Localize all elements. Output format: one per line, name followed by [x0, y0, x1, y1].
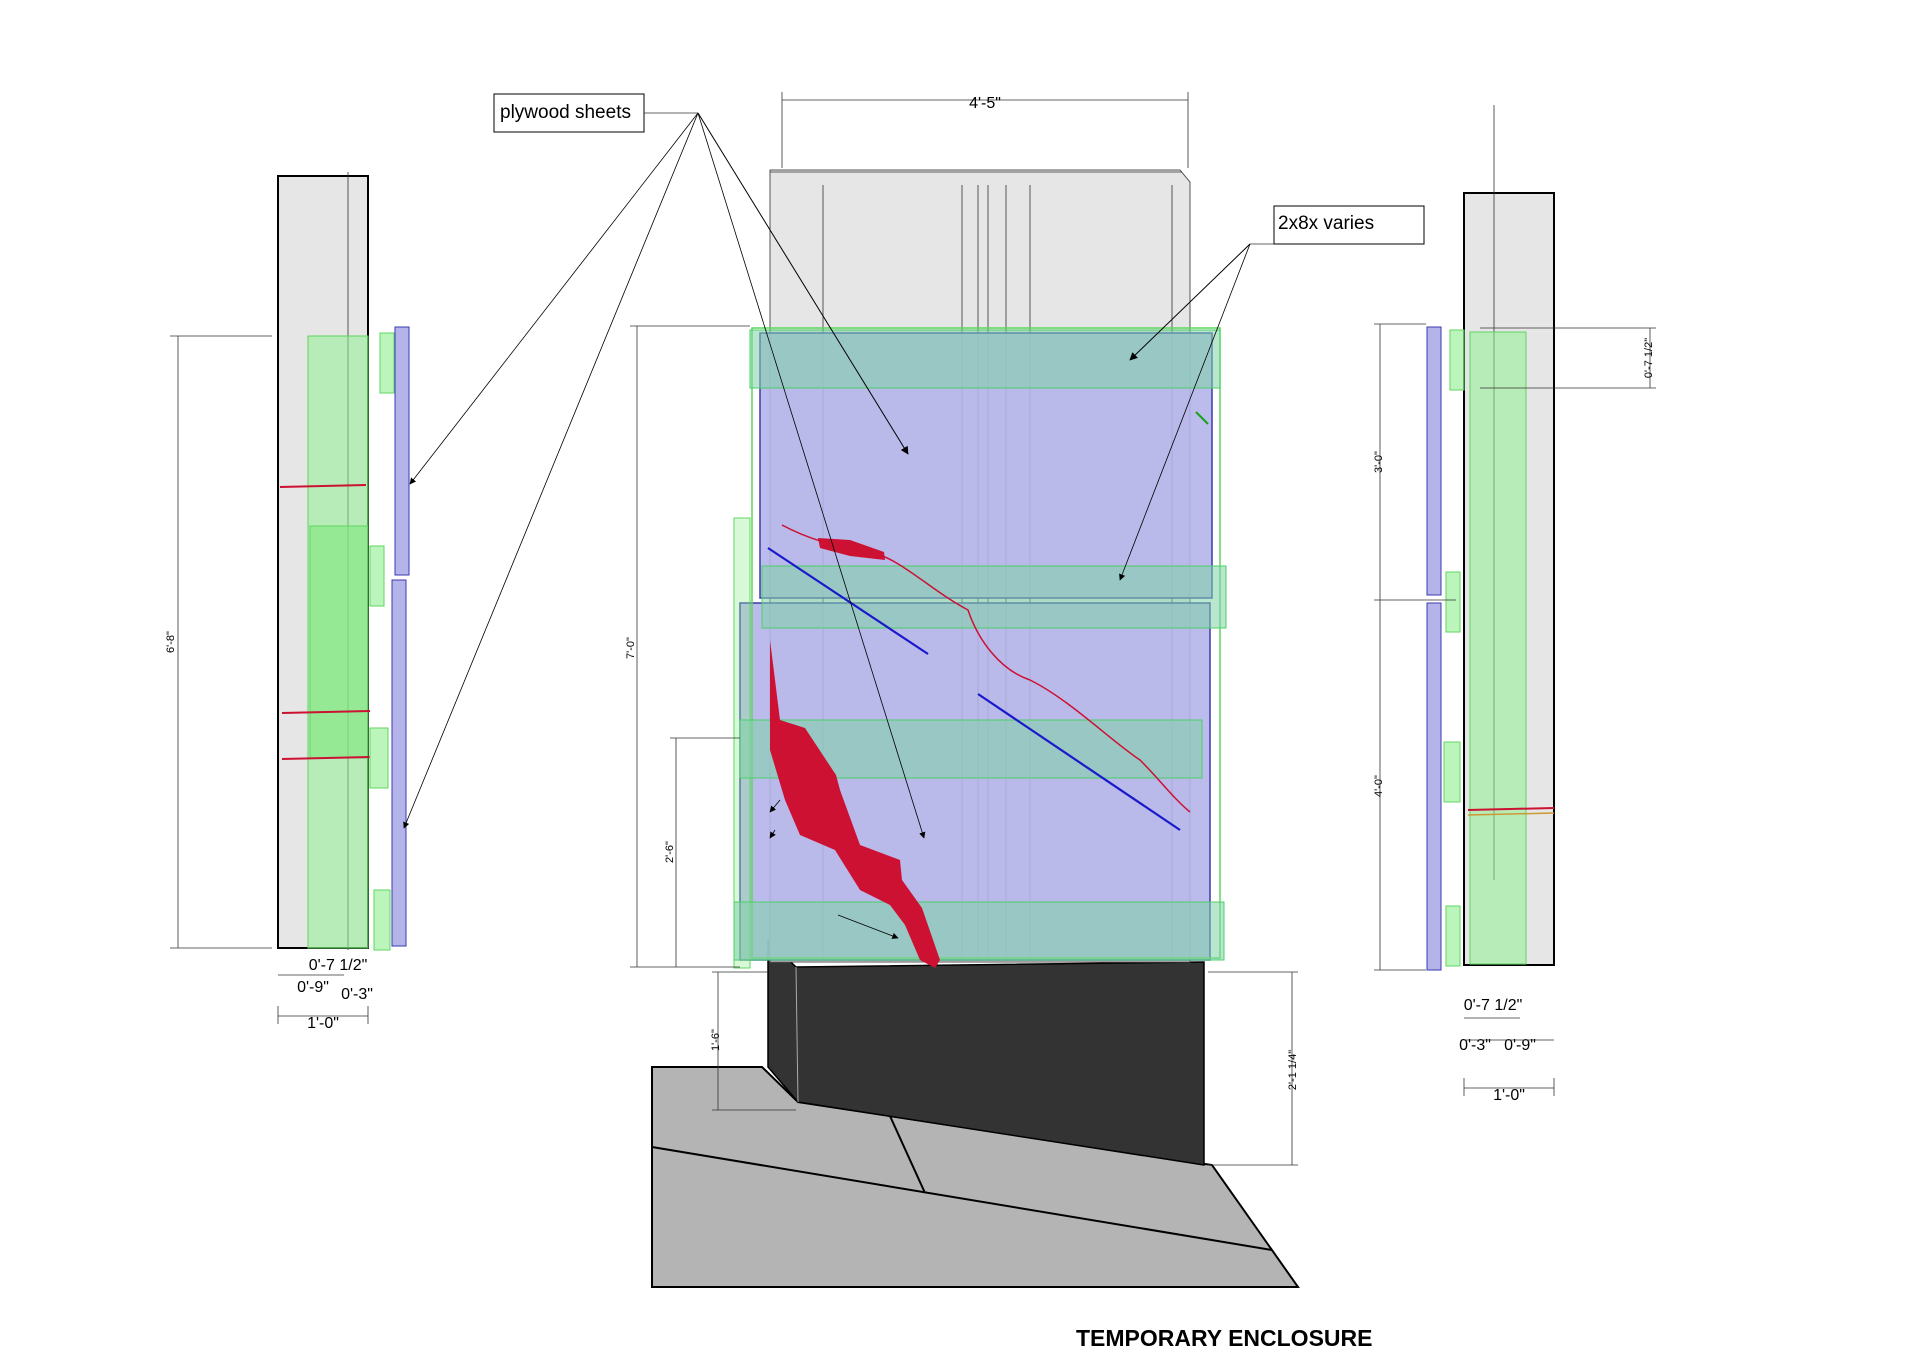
right-plywood-sheet	[1426, 326, 1442, 596]
base-height-dim: 2'-1 1/4"	[1287, 1050, 1299, 1090]
left-block	[369, 727, 389, 789]
right-lower-dim: 4'-0"	[1373, 775, 1385, 797]
left-lumber-strip-inner	[309, 525, 369, 759]
left-plywood-sheet	[394, 326, 410, 576]
lumber-band	[749, 329, 1221, 389]
right-dim-total: 1'-0"	[1493, 1087, 1525, 1104]
left-block	[369, 545, 385, 607]
left-block	[379, 332, 395, 394]
left-block	[373, 889, 391, 951]
crack-patch	[818, 538, 885, 560]
right-block	[1449, 329, 1465, 391]
right-lumber-strip	[1469, 331, 1527, 965]
right-dim-c: 0'-9"	[1504, 1037, 1536, 1054]
lumber-band	[761, 565, 1227, 629]
left-height-dim: 6'-8"	[165, 631, 177, 653]
right-upper-dim: 3'-0"	[1373, 451, 1385, 473]
left-dim-a: 0'-7 1/2"	[309, 957, 368, 974]
lumber-callout-box	[1273, 205, 1425, 245]
right-block	[1445, 905, 1461, 967]
base-step-dim: 1'-6"	[710, 1029, 722, 1051]
brace	[767, 547, 929, 655]
left-dim-total: 1'-0"	[307, 1015, 339, 1032]
lumber-callout-label: 2x8x varies	[1278, 213, 1374, 234]
right-damage-line	[1467, 812, 1555, 816]
left-dim-b: 0'-9"	[297, 979, 329, 996]
right-dim-b: 0'-3"	[1459, 1037, 1491, 1054]
right-block	[1443, 741, 1461, 803]
center-elevation: 4'-5" 7'-0" 2'-6" 1'-6" 2'-1 1/4"	[625, 92, 1300, 1288]
left-damage-line	[281, 710, 371, 714]
brace	[977, 693, 1181, 831]
plywood-callout-box	[493, 93, 645, 133]
right-section-view: 0'-7 1/2" 3'-0" 4'-0" 0'-7 1/2" 0'-3" 0'…	[1373, 105, 1656, 1104]
drawing-title: TEMPORARY ENCLOSURE	[1076, 1325, 1372, 1351]
right-dim-a: 0'-7 1/2"	[1464, 997, 1523, 1014]
plywood-callout: plywood sheets	[403, 93, 926, 839]
lumber-band	[733, 901, 1225, 961]
left-damage-line	[281, 756, 371, 760]
left-damage-line	[279, 484, 367, 488]
center-height-dim: 7'-0"	[625, 637, 637, 659]
left-section-view: 6'-8" 0'-7 1/2" 0'-9" 0'-3" 1'-0"	[165, 172, 410, 1032]
left-plywood-sheet	[391, 579, 407, 947]
lumber-callout: 2x8x varies	[1119, 205, 1425, 581]
right-plywood-sheet	[1426, 602, 1442, 971]
right-top-dim: 0'-7 1/2"	[1643, 338, 1655, 378]
right-block	[1445, 571, 1461, 633]
left-dim-c: 0'-3"	[341, 986, 373, 1003]
damage-area	[770, 640, 940, 968]
right-damage-line	[1467, 807, 1555, 811]
center-lower-dim: 2'-6"	[664, 841, 676, 863]
center-top-width-dim: 4'-5"	[969, 95, 1001, 112]
plywood-callout-label: plywood sheets	[500, 102, 631, 123]
